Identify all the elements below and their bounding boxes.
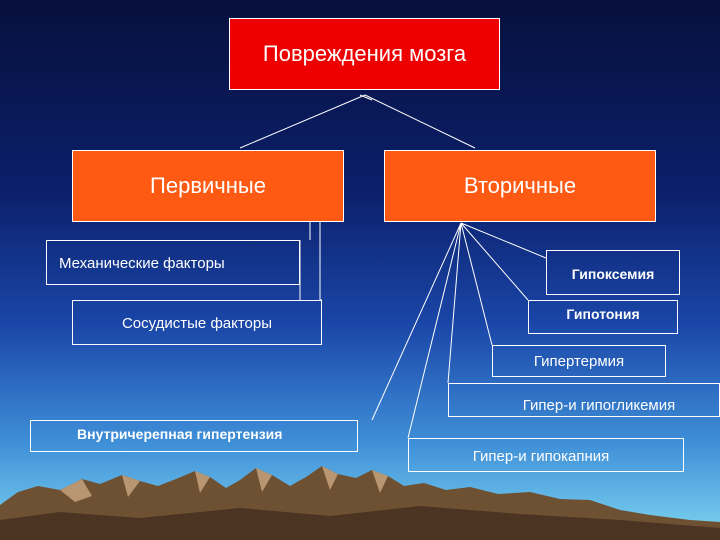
- item-label: Гипертермия: [533, 352, 625, 370]
- secondary-item-hypotension: Гипотония: [528, 300, 678, 334]
- primary-label: Первичные: [150, 173, 266, 198]
- primary-node: Первичные: [72, 150, 344, 222]
- item-label: Гипоксемия: [571, 265, 655, 282]
- item-label: Внутричерепная гипертензия: [77, 426, 283, 442]
- primary-item-vascular: Сосудистые факторы: [72, 300, 322, 345]
- item-label: Гипотония: [566, 306, 640, 322]
- secondary-item-hypoxemia: Гипоксемия: [546, 250, 680, 295]
- item-label: Сосудистые факторы: [121, 315, 273, 332]
- secondary-item-hyperthermia: Гипертермия: [492, 345, 666, 377]
- secondary-node: Вторичные: [384, 150, 656, 222]
- primary-item-mechanical: Механические факторы: [46, 240, 300, 285]
- secondary-item-capnia: Гипер-и гипокапния: [408, 438, 684, 472]
- mountain-range: [0, 466, 720, 540]
- secondary-item-glycemia: Гипер-и гипогликемия: [448, 383, 720, 417]
- root-label: Повреждения мозга: [262, 41, 467, 66]
- item-label: Гипер-и гипогликемия: [522, 396, 676, 414]
- secondary-label: Вторичные: [463, 173, 577, 198]
- item-label: Гипер-и гипокапния: [472, 447, 610, 465]
- item-label: Механические факторы: [59, 255, 225, 272]
- root-node: Повреждения мозга: [229, 18, 500, 90]
- secondary-item-intracranial: Внутричерепная гипертензия: [30, 420, 358, 452]
- connector-lines: [239, 94, 547, 439]
